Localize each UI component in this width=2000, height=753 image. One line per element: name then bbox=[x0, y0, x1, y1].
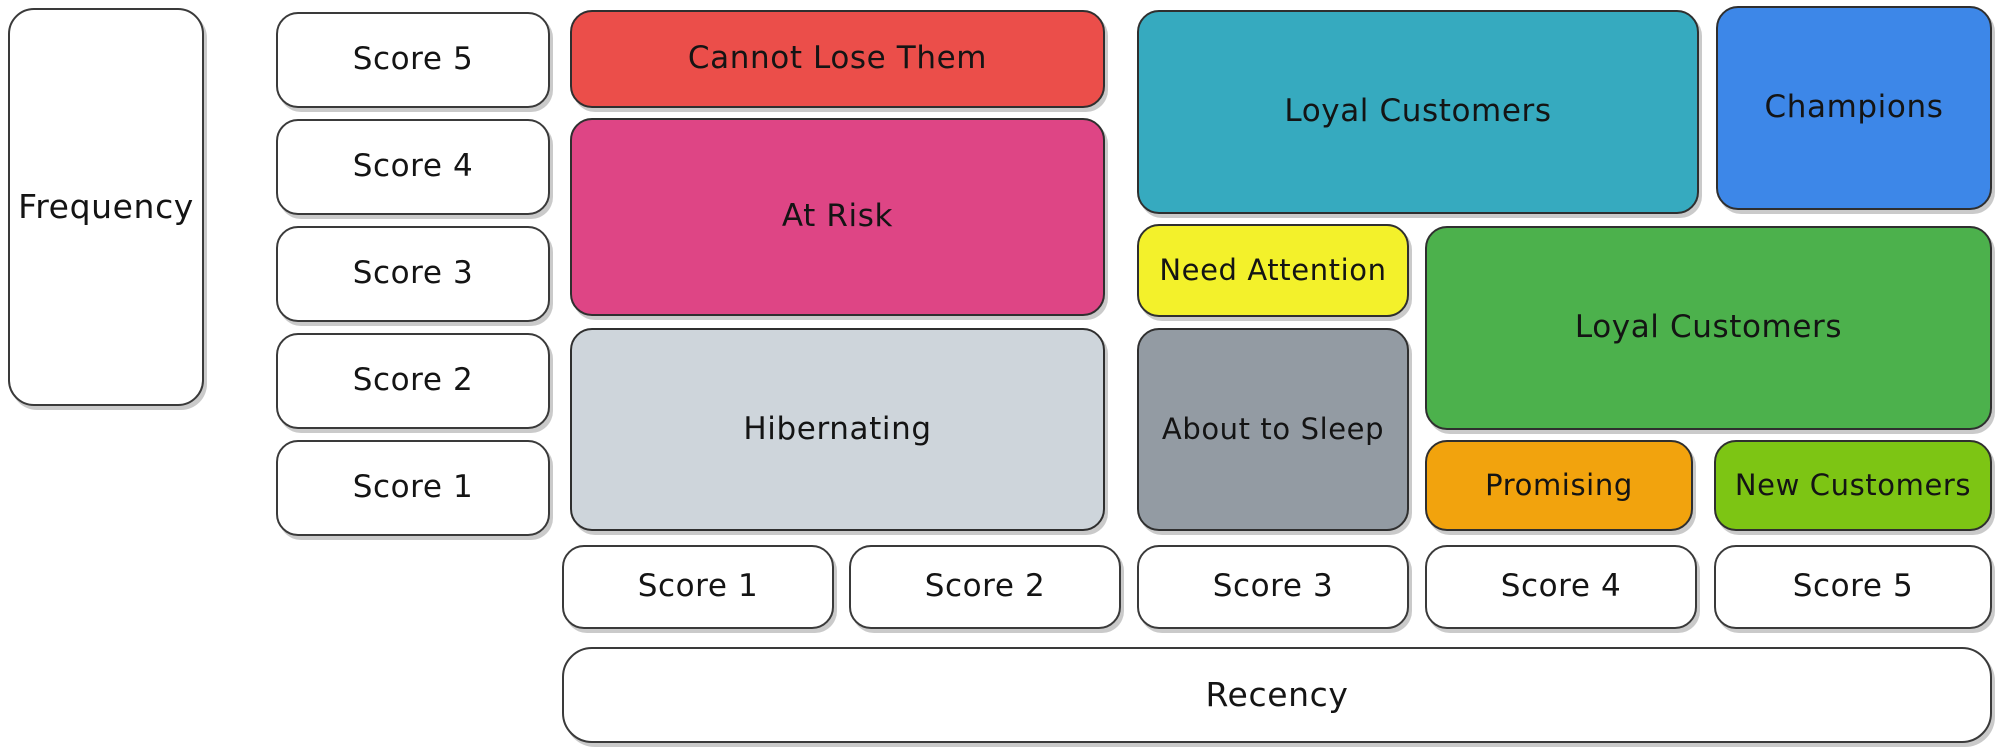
frequency-score-2-label: Score 2 bbox=[352, 362, 474, 399]
recency-score-2[interactable]: Score 2 bbox=[849, 545, 1121, 629]
recency-score-2-label: Score 2 bbox=[924, 568, 1046, 605]
frequency-score-5[interactable]: Score 5 bbox=[276, 12, 550, 108]
frequency-score-4[interactable]: Score 4 bbox=[276, 119, 550, 215]
segment-about-to-sleep-label: About to Sleep bbox=[1161, 411, 1385, 446]
segment-need-attention[interactable]: Need Attention bbox=[1137, 224, 1409, 317]
segment-loyal-customers-green-label: Loyal Customers bbox=[1574, 309, 1843, 346]
recency-score-1-label: Score 1 bbox=[637, 568, 759, 605]
segment-loyal-customers-teal[interactable]: Loyal Customers bbox=[1137, 10, 1699, 214]
frequency-score-1[interactable]: Score 1 bbox=[276, 440, 550, 536]
frequency-score-4-label: Score 4 bbox=[352, 148, 474, 185]
segment-at-risk-label: At Risk bbox=[781, 198, 894, 235]
segment-loyal-customers-green[interactable]: Loyal Customers bbox=[1425, 226, 1992, 430]
segment-need-attention-label: Need Attention bbox=[1159, 252, 1387, 287]
frequency-axis-text: Frequency bbox=[18, 187, 194, 227]
recency-score-4-label: Score 4 bbox=[1500, 568, 1622, 605]
segment-new-customers[interactable]: New Customers bbox=[1714, 440, 1992, 531]
segment-cannot-lose-them[interactable]: Cannot Lose Them bbox=[570, 10, 1105, 108]
segment-cannot-lose-them-label: Cannot Lose Them bbox=[687, 40, 988, 77]
recency-axis-label: Recency bbox=[562, 647, 1992, 743]
frequency-score-5-label: Score 5 bbox=[352, 41, 474, 78]
segment-at-risk[interactable]: At Risk bbox=[570, 118, 1105, 316]
recency-score-4[interactable]: Score 4 bbox=[1425, 545, 1697, 629]
segment-loyal-customers-teal-label: Loyal Customers bbox=[1284, 93, 1552, 130]
frequency-score-1-label: Score 1 bbox=[352, 469, 474, 506]
frequency-score-2[interactable]: Score 2 bbox=[276, 333, 550, 429]
recency-score-3[interactable]: Score 3 bbox=[1137, 545, 1409, 629]
segment-champions[interactable]: Champions bbox=[1716, 6, 1992, 210]
frequency-score-3-label: Score 3 bbox=[352, 255, 474, 292]
recency-score-1[interactable]: Score 1 bbox=[562, 545, 834, 629]
segment-new-customers-label: New Customers bbox=[1734, 467, 1972, 502]
segment-promising[interactable]: Promising bbox=[1425, 440, 1693, 531]
segment-about-to-sleep[interactable]: About to Sleep bbox=[1137, 328, 1409, 531]
segment-promising-label: Promising bbox=[1485, 467, 1633, 502]
recency-score-3-label: Score 3 bbox=[1212, 568, 1334, 605]
segment-hibernating[interactable]: Hibernating bbox=[570, 328, 1105, 531]
frequency-axis-label: Frequency bbox=[8, 8, 204, 406]
recency-score-5-label: Score 5 bbox=[1792, 568, 1914, 605]
segment-champions-label: Champions bbox=[1764, 89, 1944, 126]
segment-hibernating-label: Hibernating bbox=[743, 410, 932, 447]
recency-score-5[interactable]: Score 5 bbox=[1714, 545, 1992, 629]
frequency-score-3[interactable]: Score 3 bbox=[276, 226, 550, 322]
recency-axis-text: Recency bbox=[1205, 675, 1349, 715]
